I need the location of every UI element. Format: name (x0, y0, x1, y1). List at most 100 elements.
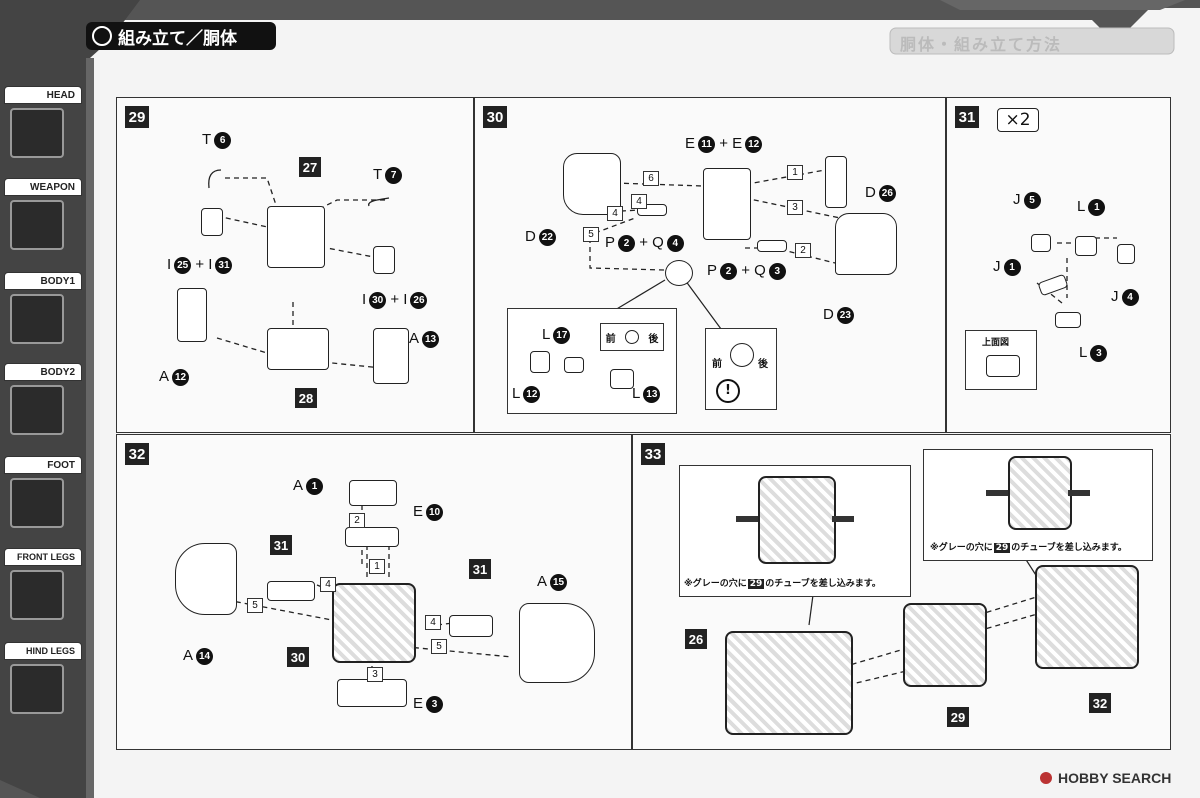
header-bar: 組み立て／胴体 胴体・組み立て方法 (0, 0, 1200, 58)
arrow-num-4a: 4 (631, 194, 647, 209)
multiplier-badge: ×2 (997, 108, 1039, 132)
tube-right (1068, 490, 1090, 496)
part-body-front-view (758, 476, 836, 564)
hole-icon (624, 330, 639, 344)
watermark: HOBBY SEARCH (1040, 770, 1171, 786)
step-31-drawing (1036, 237, 1117, 304)
part-l17 (564, 357, 584, 373)
part-29-spine-assembly (903, 603, 987, 687)
part-a15 (519, 603, 595, 683)
sidebar-item-hind-legs[interactable]: HIND LEGS (4, 642, 82, 664)
arrow-num-4b: 4 (607, 206, 623, 221)
warning-icon: ! (716, 379, 740, 403)
tube-right (832, 516, 854, 522)
part-l13 (610, 369, 634, 389)
part-31-left (267, 581, 315, 601)
part-d23 (835, 213, 897, 275)
part-e3 (337, 679, 407, 707)
part-a14 (175, 543, 237, 615)
part-p2q3-pin (757, 240, 787, 252)
part-a12 (177, 288, 207, 342)
body1-icon (10, 294, 64, 344)
step-number: 33 (641, 443, 665, 465)
inset-top-view: 上面図 (965, 330, 1037, 390)
part-joint-top (730, 343, 754, 367)
sidebar-item-body1[interactable]: BODY1 (4, 272, 82, 294)
part-top-view (986, 355, 1020, 377)
header-ghost-title: 胴体・組み立て方法 (900, 35, 1063, 54)
orientation-box: 前 後 (600, 323, 664, 351)
inset-orientation: 前 後 ! (705, 328, 777, 410)
label-29: 29 (947, 707, 969, 727)
body2-icon (10, 385, 64, 435)
part-i25-i31 (201, 208, 223, 236)
part-e11-e12 (703, 168, 751, 240)
arrow-num-4b: 4 (425, 615, 441, 630)
part-rear-view (1008, 456, 1072, 530)
tube-left (736, 516, 758, 522)
part-32-rear-assembly (1035, 565, 1139, 669)
step-number: 32 (125, 443, 149, 465)
sidebar: HEAD WEAPON BODY1 BODY2 FOOT FRONT LEGS … (0, 58, 112, 798)
header-title: 組み立て／胴体 (92, 24, 237, 49)
sidebar-item-foot[interactable]: FOOT (4, 456, 82, 478)
part-28-assembly (267, 328, 329, 370)
sidebar-item-head[interactable]: HEAD (4, 86, 82, 108)
label-26: 26 (685, 629, 707, 649)
label-32: 32 (1089, 693, 1111, 713)
sidebar-item-weapon[interactable]: WEAPON (4, 178, 82, 200)
arrow-num-1: 1 (787, 165, 803, 180)
part-e10 (345, 527, 399, 547)
sidebar-item-body2[interactable]: BODY2 (4, 363, 82, 385)
weapon-icon (10, 200, 64, 250)
hobby-search-logo-icon (1040, 772, 1052, 784)
arrow-num-2: 2 (349, 513, 365, 528)
part-27-assembly (267, 206, 325, 268)
part-26-body-assembly (725, 631, 853, 735)
arrow-num-2: 2 (795, 243, 811, 258)
step-number: 31 (955, 106, 979, 128)
part-l12 (530, 351, 550, 373)
sidebar-item-front-legs[interactable]: FRONT LEGS (4, 548, 82, 570)
part-d26 (825, 156, 847, 208)
tube-left (986, 490, 1008, 496)
part-a13 (373, 328, 409, 384)
label-30: 30 (287, 647, 309, 667)
part-joint (665, 260, 693, 286)
arrow-num-3: 3 (367, 667, 383, 682)
arrow-num-3: 3 (787, 200, 803, 215)
part-l3 (1055, 312, 1081, 328)
label-27: 27 (299, 157, 321, 177)
label-31-left: 31 (270, 535, 292, 555)
part-31-right (449, 615, 493, 637)
arrow-num-5b: 5 (431, 639, 447, 654)
hind-legs-icon (10, 664, 64, 714)
arrow-num-4a: 4 (320, 577, 336, 592)
